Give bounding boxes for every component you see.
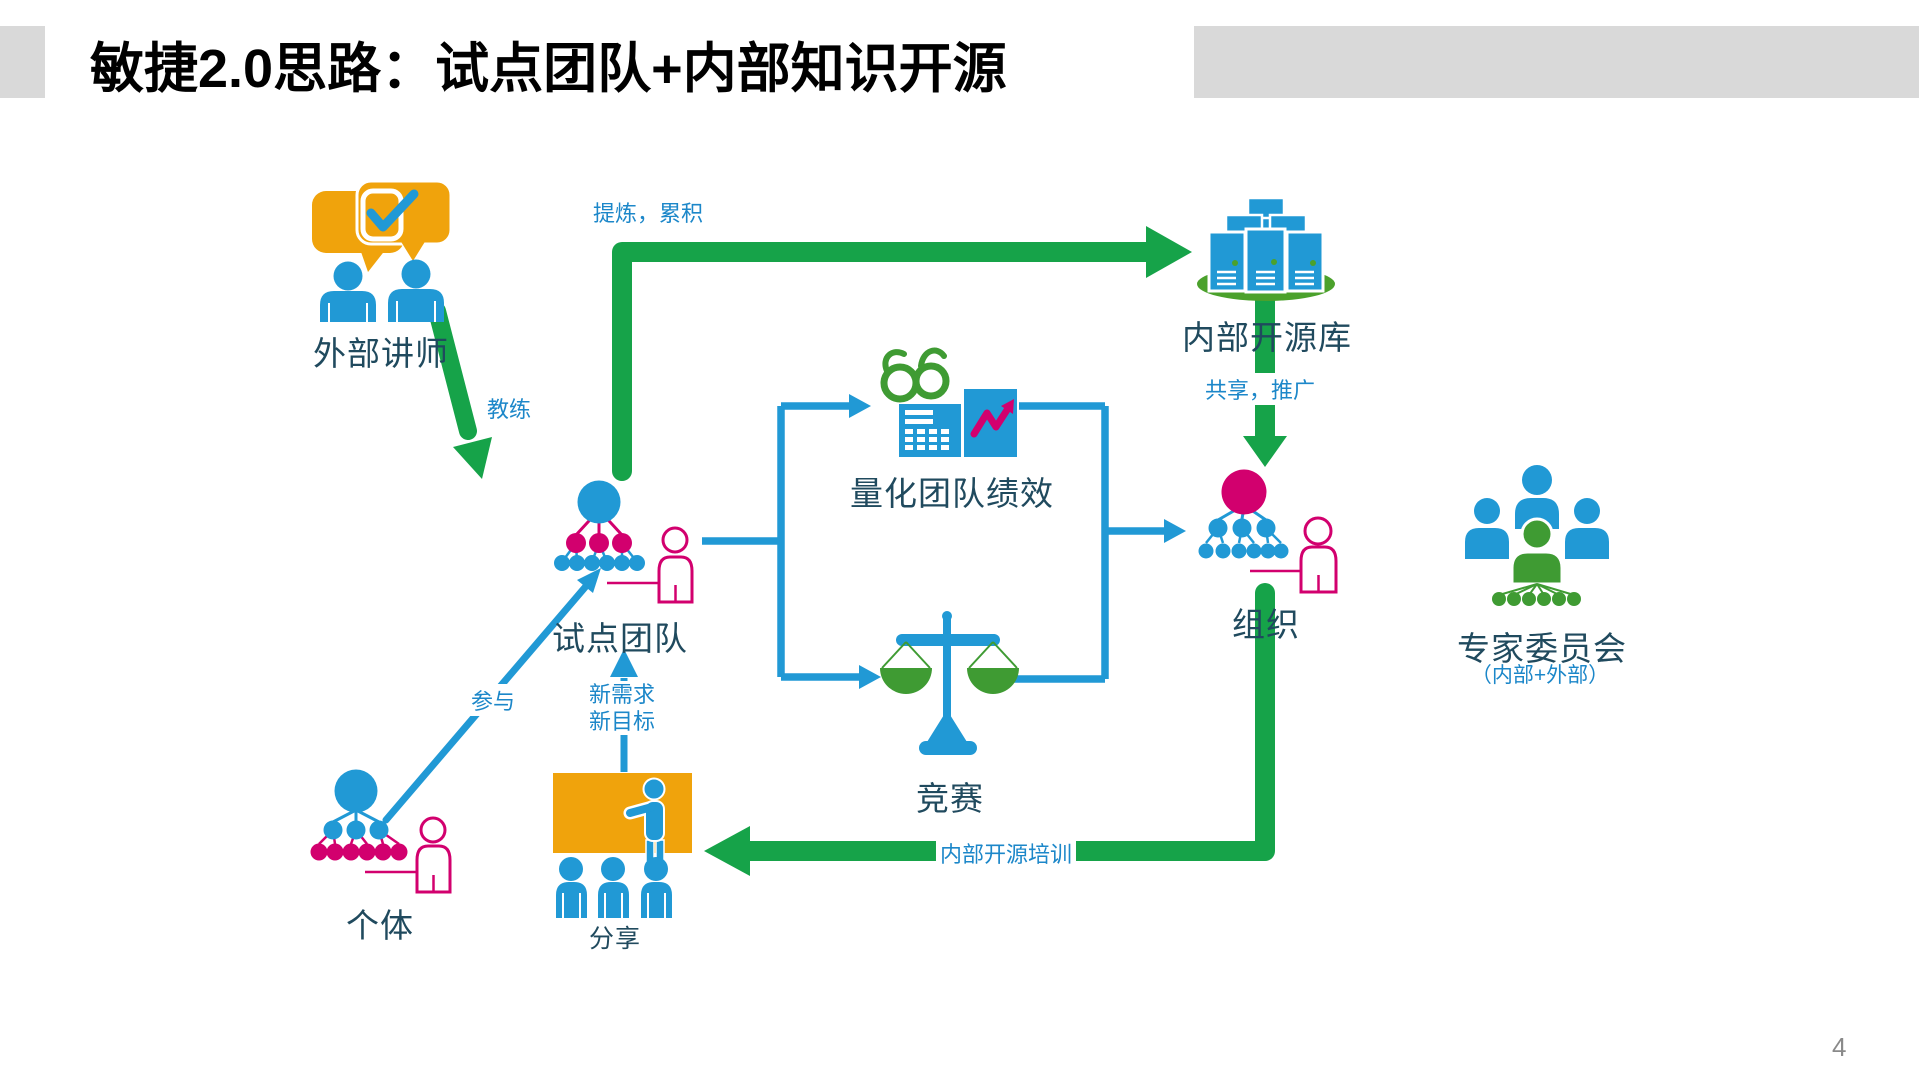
connector-lines xyxy=(702,394,1186,689)
organization-label: 组织 xyxy=(1232,606,1300,643)
expert-committee-icon xyxy=(1465,465,1609,606)
quantify-performance-label: 量化团队绩效 xyxy=(850,475,1054,512)
internal-oss-repo-icon xyxy=(1197,196,1335,301)
organization-icon xyxy=(1198,469,1338,594)
individual-label: 个体 xyxy=(346,907,414,944)
new-requirements-edge-label: 新需求 新目标 xyxy=(584,681,660,735)
page-title: 敏捷2.0思路：试点团队+内部知识开源 xyxy=(90,39,1007,99)
binoculars-icon xyxy=(880,347,950,403)
external-lecturer-label: 外部讲师 xyxy=(313,335,449,372)
expert-committee-sublabel: （内部+外部） xyxy=(1470,664,1610,687)
header-accent-left xyxy=(0,26,45,98)
refine-accumulate-arrow xyxy=(612,226,1192,481)
competition-scales-icon xyxy=(880,611,1019,755)
new-requirements-line1: 新需求 xyxy=(588,682,656,707)
checkbox-icon xyxy=(360,188,404,242)
training-edge-label: 内部开源培训 xyxy=(935,837,1077,869)
page-number: 4 xyxy=(1832,1032,1847,1062)
server-towers-icon xyxy=(1207,227,1325,294)
whiteboard-icon xyxy=(553,773,692,853)
share-promote-edge-label: 共享，推广 xyxy=(1200,373,1320,405)
checkmark-icon xyxy=(366,189,419,232)
header-accent-right xyxy=(1194,26,1919,98)
coach-edge-label: 教练 xyxy=(482,392,536,424)
refine-accumulate-edge-label: 提炼，累积 xyxy=(592,201,704,226)
expert-committee-label: 专家委员会 xyxy=(1457,630,1627,667)
quantify-performance-icon xyxy=(880,347,1019,459)
external-lecturer-icon xyxy=(312,179,453,322)
sharing-label: 分享 xyxy=(588,925,642,953)
coach-arrow xyxy=(428,302,492,479)
audience-icon xyxy=(556,857,672,918)
pilot-team-label: 试点团队 xyxy=(552,620,688,657)
individual-icon xyxy=(310,769,452,894)
internal-oss-repo-label: 内部开源库 xyxy=(1182,319,1352,356)
competition-label: 竞赛 xyxy=(916,780,984,817)
participate-edge-label: 参与 xyxy=(466,684,520,716)
training-arrow xyxy=(704,583,1275,876)
pilot-team-icon xyxy=(554,480,694,604)
new-goals-line2: 新目标 xyxy=(588,709,656,734)
share-promote-arrow xyxy=(1243,290,1287,467)
sharing-icon xyxy=(553,773,692,918)
